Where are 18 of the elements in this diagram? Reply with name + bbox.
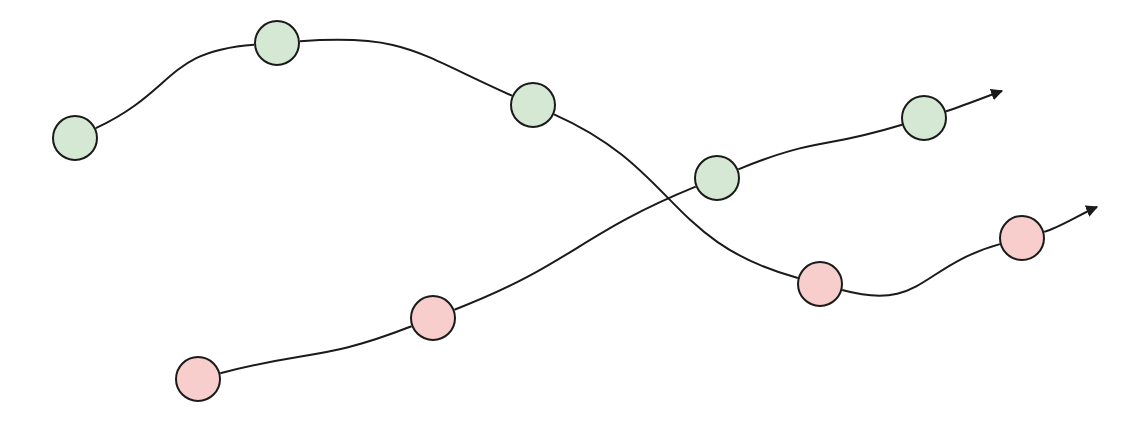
circle-node	[694, 155, 740, 201]
connector-line	[841, 243, 1001, 297]
circle-node	[52, 115, 98, 161]
circle-node	[999, 215, 1045, 261]
connector-line	[298, 38, 513, 97]
circle-node	[254, 20, 300, 66]
connector-line	[553, 113, 799, 279]
circle-node	[175, 356, 221, 402]
arrow	[1043, 205, 1099, 233]
circle-node	[901, 95, 947, 141]
connector-line	[453, 185, 697, 311]
arrow	[945, 88, 1004, 113]
connector-line	[737, 123, 903, 171]
circle-node	[510, 82, 556, 128]
circle-node	[410, 295, 456, 341]
connector-line	[94, 43, 256, 130]
circle-node	[797, 261, 843, 307]
connector-line	[219, 325, 413, 375]
